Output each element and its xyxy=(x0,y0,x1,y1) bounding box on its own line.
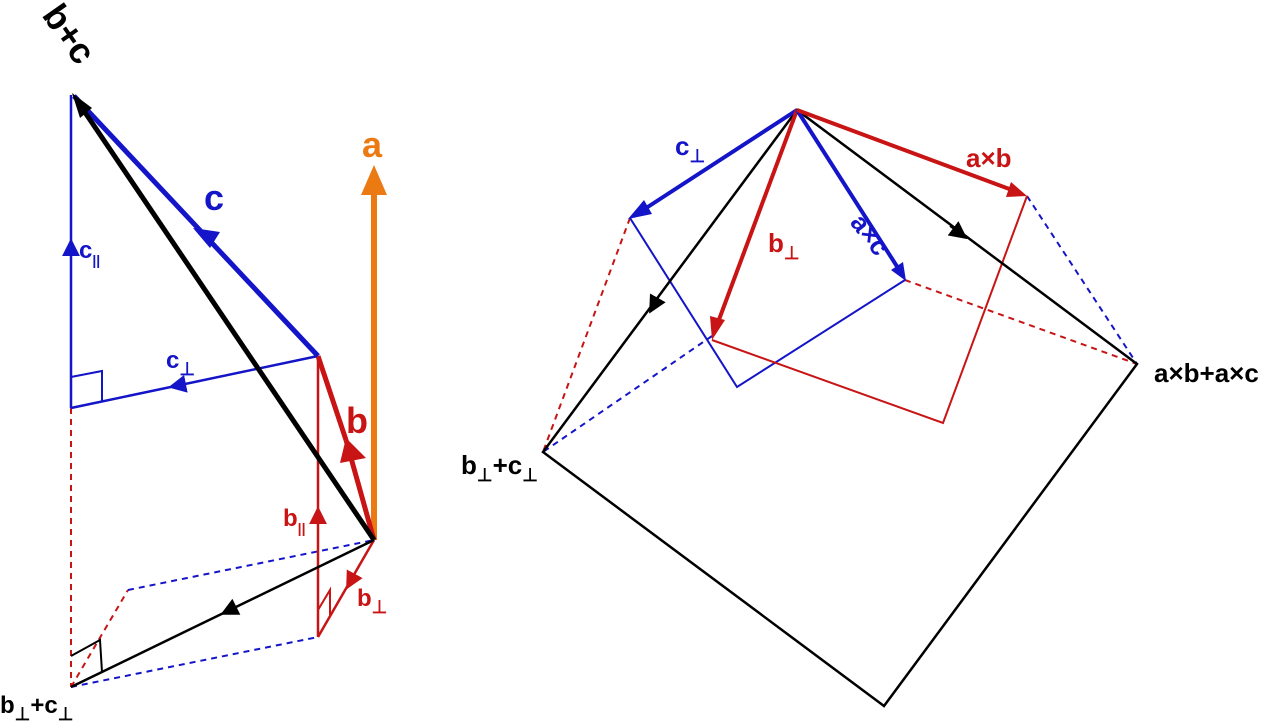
label-perp-sum-left: b⊥+c⊥ xyxy=(0,692,73,723)
b-perp-line xyxy=(316,539,376,638)
black-rotation-square xyxy=(541,108,1139,708)
label-axb: a×b xyxy=(966,143,1012,173)
dashed-blue-left xyxy=(542,335,713,453)
b-plus-c-vector xyxy=(75,100,377,542)
left-figure: b+c a c b c|| c⊥ b|| b⊥ b⊥+c⊥ xyxy=(0,0,387,723)
c-perp-vector-right xyxy=(638,108,799,214)
axc-arrowhead xyxy=(891,262,906,281)
right-arrow-mid-marker xyxy=(947,221,968,240)
c-vector xyxy=(72,94,320,358)
label-c-perp-right-sub: ⊥ xyxy=(689,146,705,166)
label-perp-sum-left-sub1: ⊥ xyxy=(15,704,31,723)
label-b: b xyxy=(346,400,368,441)
label-perp-sum-left-sub2: ⊥ xyxy=(58,704,74,723)
dashed-red-diagonal xyxy=(70,589,129,688)
label-b-perp-right-sub: ⊥ xyxy=(784,243,800,263)
b-arrowhead xyxy=(340,438,366,463)
label-c-perp-right: c⊥ xyxy=(675,131,705,166)
label-b-perp: b⊥ xyxy=(357,585,387,617)
c-arrowhead xyxy=(193,228,220,248)
sum-perp-arrowhead xyxy=(220,598,249,615)
label-c-perp: c⊥ xyxy=(166,347,195,379)
label-perp-sum-right-sub1: ⊥ xyxy=(477,465,493,485)
left-arrow-mid-marker xyxy=(649,293,666,314)
label-b-parallel-sub: || xyxy=(298,520,306,536)
label-c-perp-sub: ⊥ xyxy=(179,359,195,379)
dashed-red-left xyxy=(542,217,631,453)
axc-vector xyxy=(795,108,900,270)
dashed-blue-top xyxy=(127,539,375,591)
dashed-blue-right xyxy=(1026,195,1138,365)
c-perp-arrowhead xyxy=(168,374,201,393)
right-figure: c⊥ b⊥ a×c a×b a×b+a×c b⊥+c⊥ xyxy=(461,108,1259,708)
label-b-parallel: b|| xyxy=(283,505,306,536)
label-c-parallel: c|| xyxy=(79,237,100,268)
blue-rotation-square xyxy=(629,217,906,389)
b-plus-c-arrowhead xyxy=(72,93,92,118)
label-b-perp-sub: ⊥ xyxy=(372,597,388,617)
right-angle-marker-blue xyxy=(70,369,103,402)
red-rotation-square xyxy=(711,195,1028,425)
b-perp-vector-right xyxy=(715,109,799,326)
b-perp-arrowhead xyxy=(346,563,363,590)
label-perp-sum-right-sub2: ⊥ xyxy=(522,465,538,485)
label-b-perp-right: b⊥ xyxy=(768,228,800,263)
dashed-blue-bottom xyxy=(70,636,319,688)
label-b-plus-c: b+c xyxy=(35,0,105,71)
a-arrowhead xyxy=(361,165,387,195)
label-c-parallel-sub: || xyxy=(92,252,100,268)
label-a: a xyxy=(362,124,383,165)
b-perp-arrowhead-right xyxy=(710,316,725,340)
right-angle-marker-black xyxy=(70,638,103,673)
axb-arrowhead xyxy=(1006,182,1027,197)
label-c: c xyxy=(204,177,224,218)
label-axb-plus-axc: a×b+a×c xyxy=(1154,358,1259,388)
axb-vector xyxy=(796,108,1013,192)
label-perp-sum-right: b⊥+c⊥ xyxy=(461,450,538,485)
b-vector-tail xyxy=(315,355,349,441)
right-angle-marker-red xyxy=(317,586,331,615)
c-perp-arrowhead-right xyxy=(628,200,652,219)
dashed-red-right xyxy=(904,279,1138,365)
